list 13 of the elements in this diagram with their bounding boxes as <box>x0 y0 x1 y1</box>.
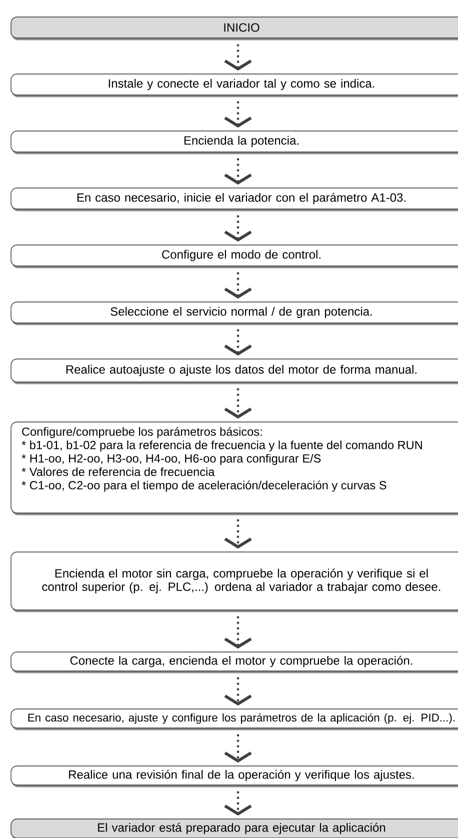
process-box: En caso necesario, ajuste y configure los parámetros de la aplicación (p. ej. PID...). <box>10 708 458 730</box>
process-box: Instale y conecte el variador tal y como se indica. <box>10 74 458 98</box>
process-box: Encienda el motor sin carga, compruebe la operación y verifique si el control superior (p. ej. PLC,...) ordena al variador a trabajar como desee. <box>10 552 458 612</box>
process-box: Encienda la potencia. <box>10 130 458 154</box>
process-box: Seleccione el servicio normal / de gran potencia. <box>10 302 458 326</box>
process-box: Conecte la carga, encienda el motor y compruebe la operación. <box>10 652 458 674</box>
process-box: Realice una revisión final de la operación y verifique los ajustes. <box>10 766 458 788</box>
process-box: En caso necesario, inicie el variador con el parámetro A1-03. <box>10 188 458 212</box>
process-box: El variador está preparado para ejecutar la aplicación <box>10 818 458 838</box>
process-box: Realice autoajuste o ajuste los datos del motor de forma manual. <box>10 358 458 384</box>
process-box: Configure el modo de control. <box>10 244 458 268</box>
process-box: Configure/compruebe los parámetros básicos: * b1-01, b1-02 para la referencia de frecuencia y la fuente del comando RUN * H1-oo, H2-oo, H3-oo, H4-oo, H6-oo para configurar E/S * Valores de referencia de frecuencia * C1-oo, C2-oo para el tiempo de aceleración/deceleración y curvas S <box>10 422 458 516</box>
process-box: INICIO <box>10 16 458 40</box>
